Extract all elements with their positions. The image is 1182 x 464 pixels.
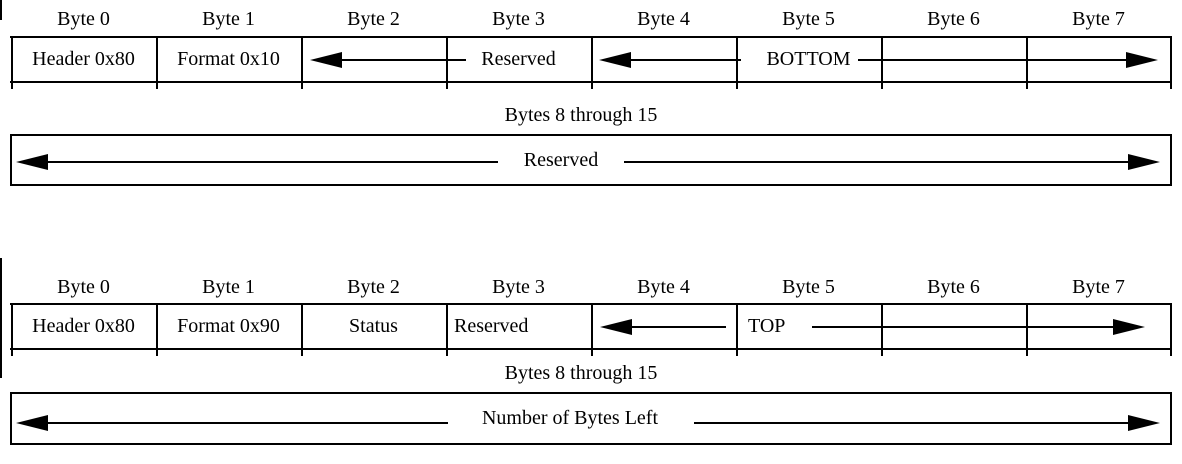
cell-divider	[736, 303, 738, 356]
cell-divider	[1026, 36, 1028, 89]
left-arrowhead-icon	[310, 52, 342, 68]
byte-label: Byte 7	[1072, 8, 1125, 30]
span-box-border	[10, 392, 12, 445]
bytes-8-15-caption: Bytes 8 through 15	[504, 362, 658, 384]
cell-divider	[156, 36, 158, 89]
byte-label: Byte 6	[927, 276, 980, 298]
cell-header: Header 0x80	[32, 315, 135, 337]
span-box-border	[10, 443, 1172, 445]
byte-label: Byte 1	[202, 8, 255, 30]
span-box-border	[10, 184, 1172, 186]
byte-label: Byte 7	[1072, 276, 1125, 298]
byte-label: Byte 4	[637, 276, 690, 298]
byte-label: Byte 6	[927, 8, 980, 30]
cell-reserved: Reserved	[454, 315, 529, 337]
cell-divider	[446, 303, 448, 356]
span-box-border	[10, 134, 12, 186]
cell-divider	[156, 303, 158, 356]
span-field-reserved: Reserved	[523, 149, 599, 171]
span-box-border	[10, 134, 1172, 136]
left-arrowhead-icon	[600, 319, 632, 335]
cell-divider	[446, 36, 448, 89]
byte-label: Byte 0	[57, 276, 110, 298]
cell-divider	[11, 36, 13, 89]
cell-divider	[591, 36, 593, 89]
right-arrowhead-icon	[1113, 319, 1145, 335]
span-box-border	[1170, 392, 1172, 445]
byte-label: Byte 4	[637, 8, 690, 30]
right-arrowhead-icon	[1128, 154, 1160, 170]
edge-artifact-line-bottom	[0, 258, 2, 378]
span-field-number-of-bytes-left: Number of Bytes Left	[481, 407, 659, 429]
cell-divider	[11, 303, 13, 356]
byte-label: Byte 2	[347, 8, 400, 30]
byte-label: Byte 5	[782, 8, 835, 30]
cell-divider	[301, 36, 303, 89]
cell-top: TOP	[748, 315, 786, 337]
byte-label: Byte 0	[57, 8, 110, 30]
cell-divider	[881, 36, 883, 89]
span-box-border	[10, 392, 1172, 394]
cell-status: Status	[349, 315, 398, 337]
cell-divider	[591, 303, 593, 356]
cell-format: Format 0x10	[177, 48, 280, 70]
byte-label: Byte 2	[347, 276, 400, 298]
byte-label: Byte 5	[782, 276, 835, 298]
byte-label: Byte 3	[492, 8, 545, 30]
bytes-8-15-caption: Bytes 8 through 15	[504, 104, 658, 126]
cell-divider	[736, 36, 738, 89]
cell-divider	[301, 303, 303, 356]
byte-label: Byte 1	[202, 276, 255, 298]
cell-bottom: BOTTOM	[766, 48, 851, 70]
byte-label: Byte 3	[492, 276, 545, 298]
right-arrowhead-icon	[1128, 415, 1160, 431]
cell-header: Header 0x80	[32, 48, 135, 70]
cell-format: Format 0x90	[177, 315, 280, 337]
cell-divider	[1170, 36, 1172, 89]
right-arrowhead-icon	[1126, 52, 1158, 68]
cell-reserved: Reserved	[481, 48, 556, 70]
edge-artifact-line-top	[0, 0, 2, 20]
cell-divider	[881, 303, 883, 356]
span-box-border	[1170, 134, 1172, 186]
cell-divider	[1026, 303, 1028, 356]
cell-divider	[1170, 303, 1172, 356]
left-arrowhead-icon	[599, 52, 631, 68]
